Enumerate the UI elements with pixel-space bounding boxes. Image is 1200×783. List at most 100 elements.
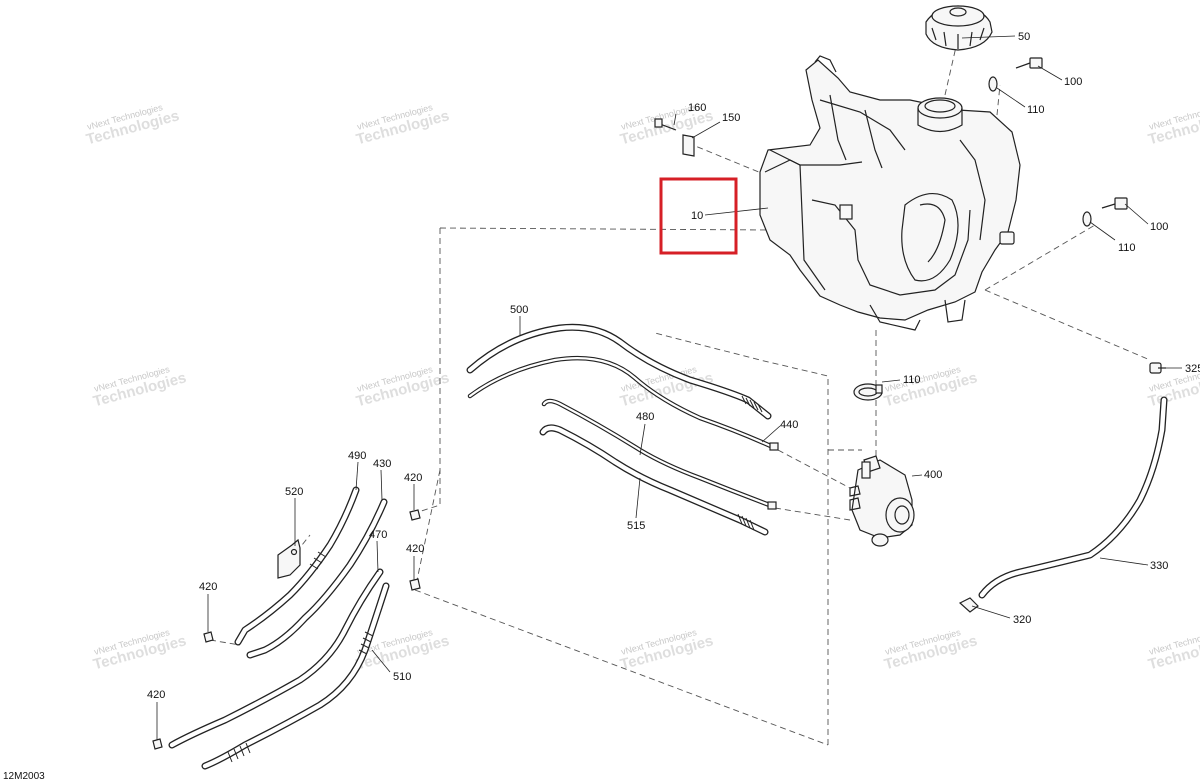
fitting-420-c (203, 631, 214, 643)
callout-160: 160 (688, 102, 706, 114)
callout-520: 520 (285, 486, 303, 498)
callout-430: 430 (373, 458, 391, 470)
callout-510: 510 (393, 671, 411, 683)
bolt-100-right (1101, 197, 1128, 210)
leader-470 (376, 540, 379, 573)
leader-lines (156, 35, 1182, 740)
dashed-line-to-fitting (414, 469, 441, 591)
dashed-line-left-vertical (414, 228, 441, 514)
callout-325: 325 (1185, 363, 1200, 375)
watermark: vNext Technologies Technologies (1146, 627, 1200, 673)
leader-490 (355, 461, 359, 491)
fuel-pump-connector (861, 461, 871, 479)
callout-400: 400 (924, 469, 942, 481)
tank-nipple (999, 231, 1015, 245)
hose-500-spring (741, 395, 763, 413)
bracket-body (277, 538, 301, 579)
leader-100b (1124, 203, 1149, 225)
callout-110-clamp: 110 (903, 374, 921, 386)
leader-440 (761, 425, 781, 443)
callout-100-right: 100 (1150, 221, 1168, 233)
clamp-screw (875, 384, 883, 394)
dashed-line-440-pump (777, 449, 851, 489)
tank-top-edge (769, 149, 863, 166)
selected-part-highlight[interactable] (659, 177, 738, 255)
bolt-100-top (1015, 57, 1043, 69)
callout-50: 50 (1018, 31, 1030, 43)
dashed-line-top (439, 227, 771, 231)
watermark: vNext Technologies Technologies (354, 102, 451, 148)
hose-510-spring (358, 631, 374, 655)
leader-110b (1089, 221, 1116, 241)
callout-500: 500 (510, 304, 528, 316)
filler-neck-top (917, 97, 963, 119)
fitting-420-b (409, 578, 421, 591)
watermark: vNext Technologies Technologies (91, 364, 188, 410)
fitting-body (152, 738, 163, 750)
fitting-body (409, 578, 421, 591)
fitting-320 (958, 597, 979, 613)
leader-430 (380, 469, 383, 501)
fuel-pump-ports (849, 485, 861, 511)
leader-320 (971, 605, 1011, 619)
fuel-pump-motor-cap (894, 505, 910, 525)
callout-470: 470 (369, 529, 387, 541)
tank-ridge-top (819, 99, 906, 151)
bolt-head (1114, 197, 1128, 210)
clip-nut (682, 134, 695, 157)
fuel-cap (925, 5, 993, 51)
tank-bottom-bracket (869, 304, 921, 331)
screw-shank (659, 123, 677, 131)
leader-515 (635, 477, 641, 519)
fitting-420-a (409, 509, 421, 521)
watermark: vNext Technologies Technologies (618, 627, 715, 673)
hose-490 (234, 486, 360, 646)
fitting-body (958, 597, 979, 613)
dashed-line-420c (209, 639, 241, 646)
fuel-cap-grips (931, 27, 985, 49)
callout-420-c: 420 (199, 581, 217, 593)
tank-front-edge (799, 164, 826, 291)
dashed-line-right-frame (654, 332, 829, 745)
fuel-pump-motor (885, 497, 915, 533)
leader-330 (1099, 557, 1149, 566)
callout-110-top: 110 (1027, 104, 1045, 116)
screw-160 (654, 118, 677, 131)
callout-150: 150 (722, 112, 740, 124)
washer-110-top (988, 76, 998, 92)
watermark: vNext Technologies Technologies (882, 364, 979, 410)
tank-bottom-tab (944, 299, 966, 323)
leader-110c (881, 379, 901, 383)
dashed-line-tank-110a (994, 84, 1001, 136)
callout-110-right: 110 (1118, 242, 1136, 254)
watermark-layer: vNext Technologies Technologies vNext Te… (84, 102, 1200, 673)
fitting-body (409, 509, 421, 521)
filler-neck-opening (924, 99, 956, 113)
hose-515-spring (737, 513, 755, 531)
bolt-head (1029, 57, 1043, 69)
hose-480-fitting (767, 501, 777, 510)
dashed-line-bottom-diagonal (414, 589, 829, 746)
washer-110-right (1082, 211, 1092, 227)
callout-labels: 50 100 110 160 150 10 100 110 110 400 50… (147, 31, 1200, 701)
bracket-520 (277, 538, 301, 579)
filler-neck-side (917, 108, 963, 133)
tank-top-flange (764, 159, 801, 173)
screw-head (654, 118, 663, 128)
callout-320: 320 (1013, 614, 1031, 626)
hose-500 (466, 323, 772, 420)
fuel-pump-base (871, 533, 889, 547)
dashed-line-tank-325 (984, 289, 1151, 361)
callout-480: 480 (636, 411, 654, 423)
watermark: vNext Technologies Technologies (84, 102, 181, 148)
hose-clamp-110 (853, 383, 883, 401)
hose-490-spring (309, 551, 327, 570)
fitting-420-d (152, 738, 163, 750)
bolt-shank (1015, 62, 1031, 69)
bolt-shank (1101, 203, 1116, 209)
leader-480 (639, 423, 646, 456)
leader-100a (1037, 65, 1063, 81)
fuel-cap-knob (949, 7, 967, 17)
